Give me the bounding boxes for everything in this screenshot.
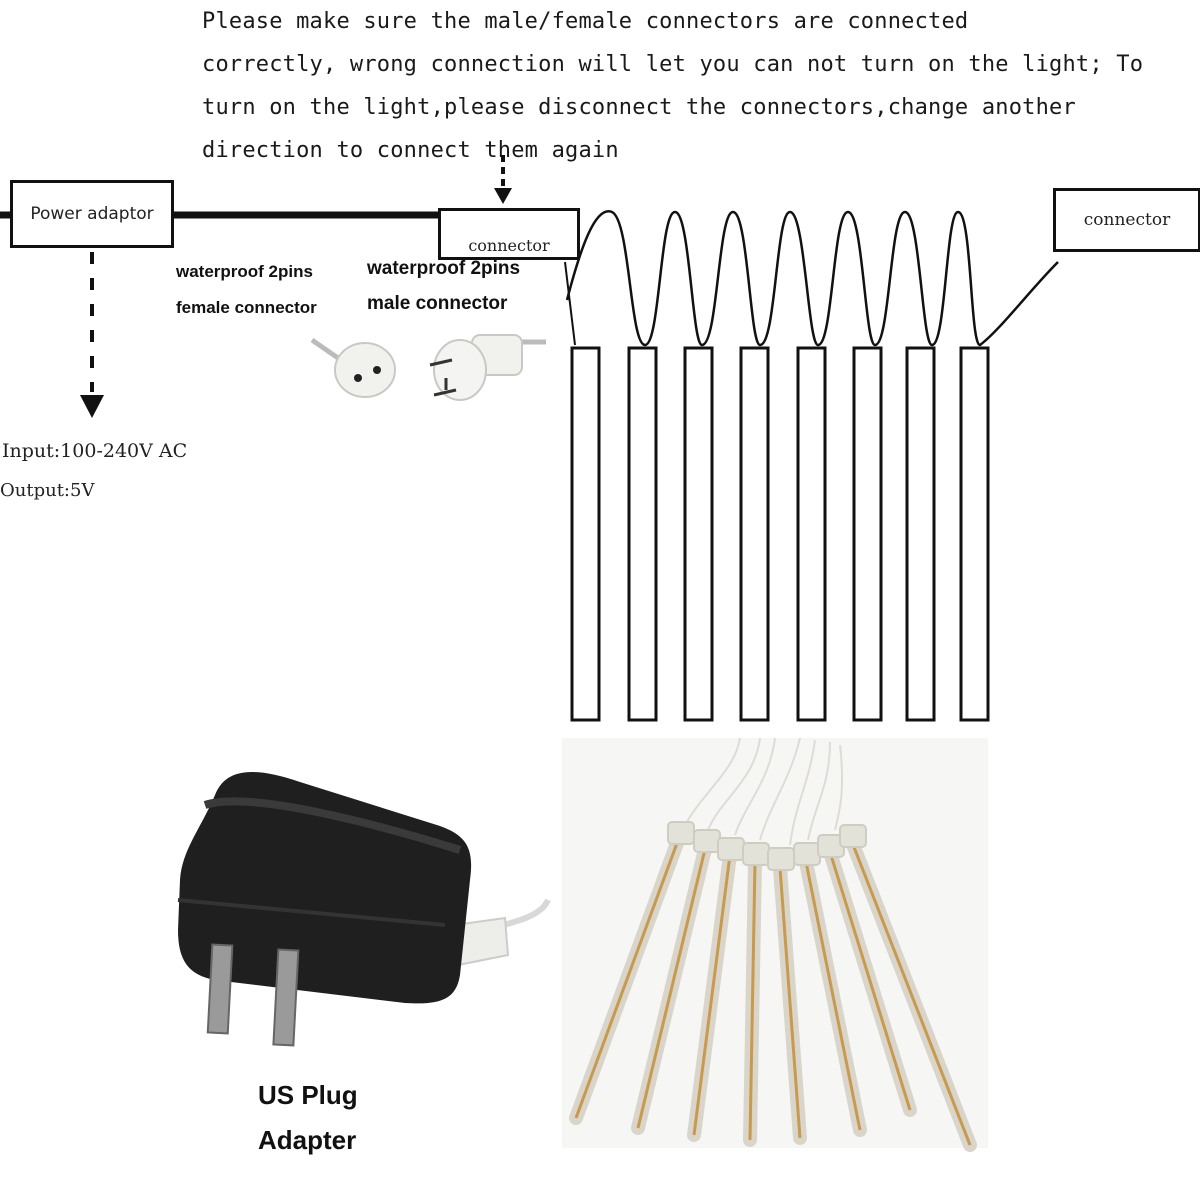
tube [570,346,601,722]
connection-notice: Please make sure the male/female connect… [202,0,1144,172]
male-connector-label: waterproof 2pins [367,258,521,279]
connector-box-left: connector [438,208,580,260]
female-connector-icon [310,337,396,398]
connector-label: connector [1083,210,1171,230]
notice-line: direction to connect them again [202,138,619,163]
tube [852,346,883,722]
female-connector-label: waterproof 2pins [176,262,313,281]
arrow-down-icon [494,188,512,204]
output-spec: Output:5V [0,480,95,501]
connector-box-right: connector [1053,188,1200,252]
connector-label: connector [468,236,550,255]
notice-line: correctly, wrong connection will let you… [202,52,1144,77]
adapter-caption-line2: Adapter [258,1125,357,1155]
tube-wire [564,261,576,346]
notice-line: Please make sure the male/female connect… [202,9,969,34]
input-spec: Input:100-240V AC [2,440,188,462]
meteor-tubes [570,346,990,722]
power-adaptor-label: Power adaptor [30,204,154,224]
tube [739,346,770,722]
male-connector-icon [429,334,546,401]
tube [627,346,658,722]
us-plug-adapter-image [177,772,551,1047]
tube [905,346,936,722]
male-connector-label: male connector [367,293,508,314]
notice-line: turn on the light,please disconnect the … [202,95,1076,120]
arrow-down-icon [80,395,104,418]
female-connector-label: female connector [176,298,317,317]
power-adaptor-box: Power adaptor [10,180,174,248]
adapter-caption-line1: US Plug [258,1080,358,1110]
tube [959,346,990,722]
tube [683,346,714,722]
tube [796,346,827,722]
tube-wire [565,210,1059,347]
meteor-lights-photo [562,737,988,1152]
